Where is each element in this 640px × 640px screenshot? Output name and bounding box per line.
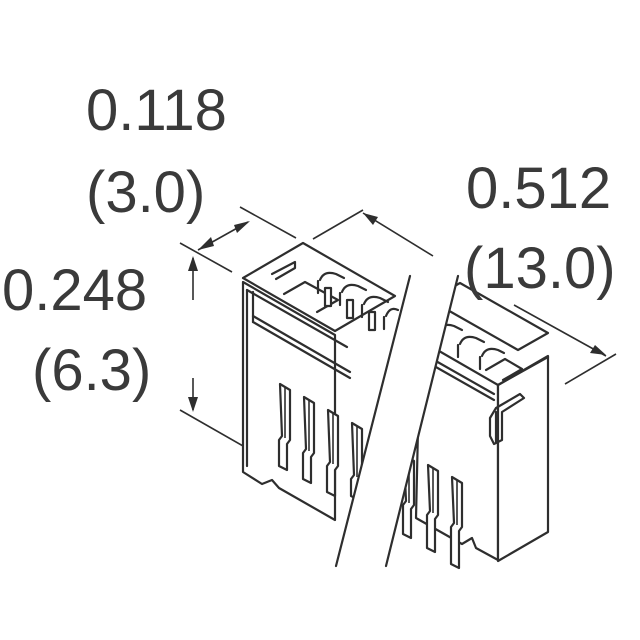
length-inch-label: 0.512	[466, 156, 612, 221]
connector-body-left	[241, 241, 400, 522]
depth-inch-label: 0.118	[86, 78, 227, 143]
height-dimension-lines	[179, 256, 265, 459]
depth-dimension-lines	[179, 206, 297, 273]
length-dimension-lines	[312, 209, 617, 385]
height-mm-label: (6.3)	[32, 338, 152, 403]
connector-body-right	[401, 281, 550, 570]
depth-mm-label: (3.0)	[86, 160, 206, 225]
length-mm-label: (13.0)	[464, 236, 616, 301]
height-inch-label: 0.248	[2, 258, 148, 323]
pins-right	[401, 453, 464, 570]
break-band	[334, 274, 460, 568]
